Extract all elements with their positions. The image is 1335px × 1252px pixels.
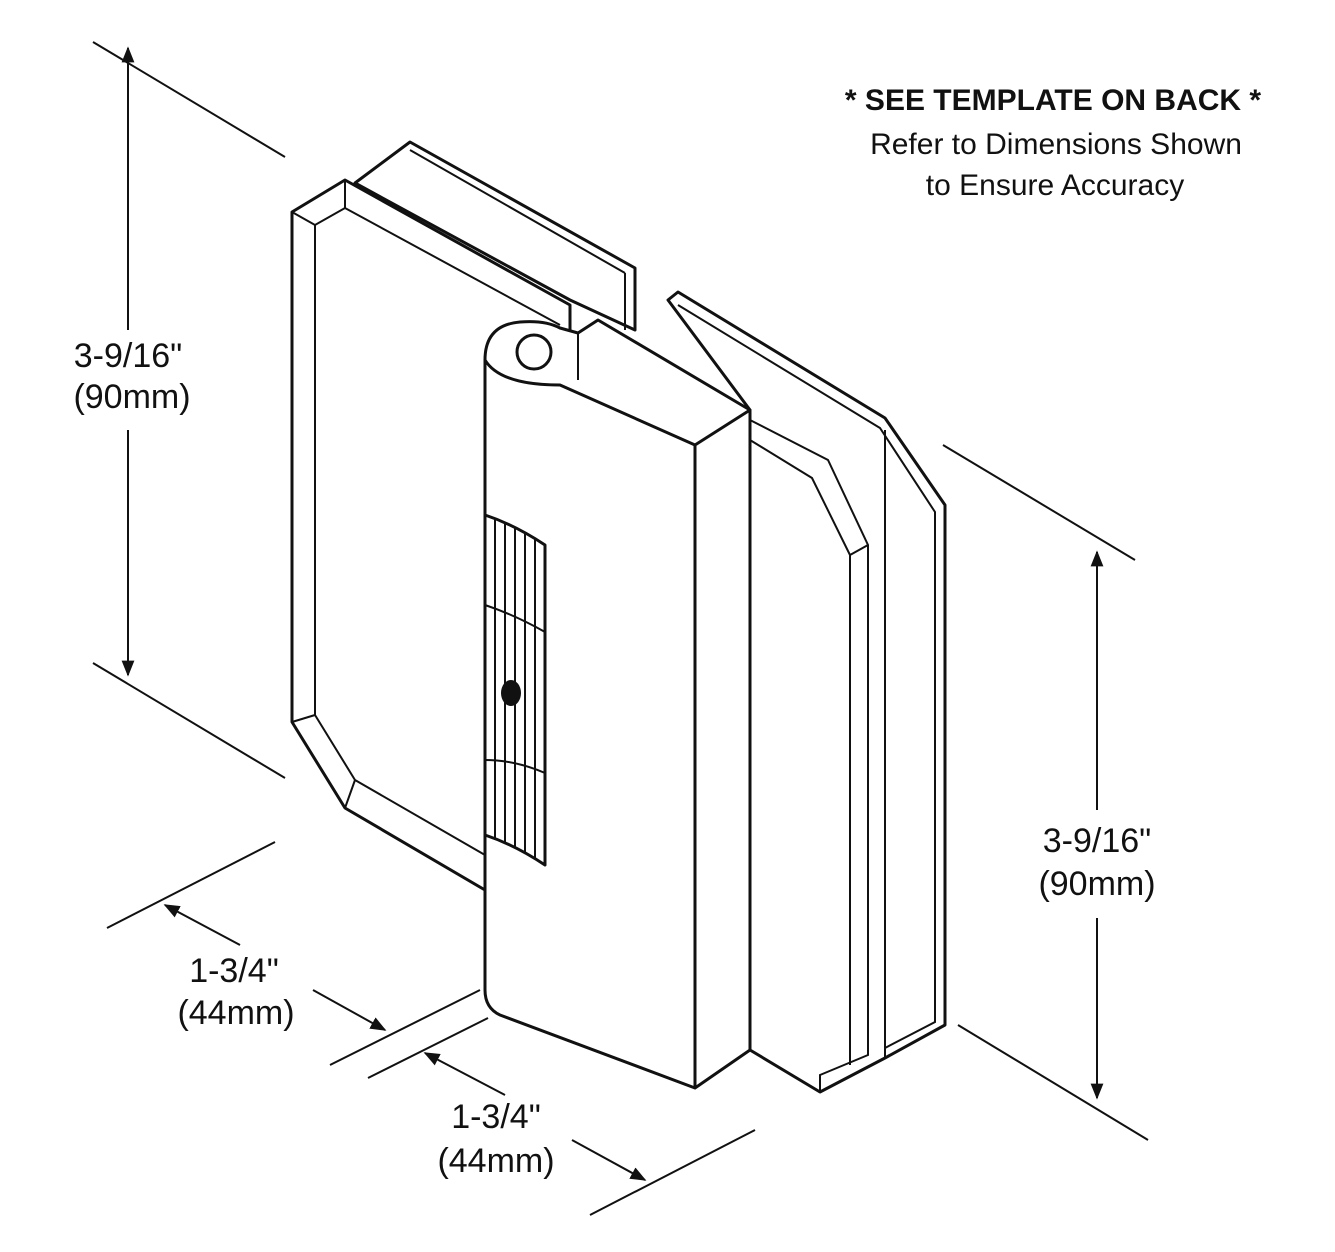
left-depth-imperial: 1-3/4" (189, 952, 279, 990)
dimension-left-height: 3-9/16" (90mm) (73, 41, 286, 779)
pivot-pin-icon (515, 333, 553, 371)
hinge-body (483, 318, 752, 1090)
left-depth-metric: (44mm) (177, 994, 294, 1032)
adjustment-screw-icon (501, 680, 521, 706)
right-height-metric: (90mm) (1038, 865, 1155, 903)
back-plate (353, 140, 637, 332)
left-height-imperial: 3-9/16" (74, 337, 182, 375)
note-heading: * SEE TEMPLATE ON BACK * (845, 84, 1261, 117)
right-height-imperial: 3-9/16" (1043, 822, 1151, 860)
dimension-left-depth: 1-3/4" (44mm) (106, 841, 481, 1066)
template-note: * SEE TEMPLATE ON BACK * Refer to Dimens… (845, 84, 1261, 202)
dimension-right-height: 3-9/16" (90mm) (942, 444, 1156, 1141)
dimension-bottom-depth: 1-3/4" (44mm) (367, 1017, 756, 1216)
bottom-depth-metric: (44mm) (437, 1142, 554, 1180)
note-line-1: Refer to Dimensions Shown (870, 128, 1242, 161)
left-height-metric: (90mm) (73, 378, 190, 416)
bottom-depth-imperial: 1-3/4" (451, 1098, 541, 1136)
grip-band (484, 513, 547, 867)
note-line-2: to Ensure Accuracy (926, 169, 1184, 202)
